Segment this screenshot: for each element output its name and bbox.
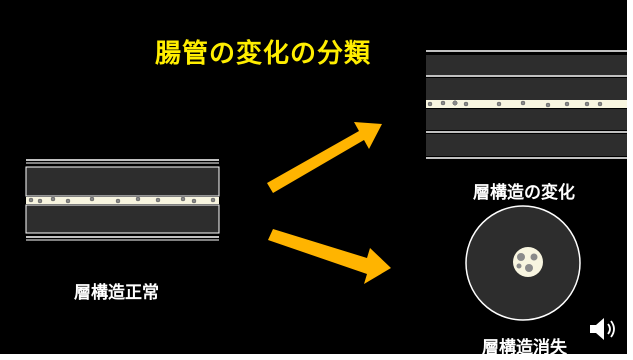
- altered-layered-intestine-diagram: [426, 50, 627, 159]
- speaker-icon[interactable]: [588, 316, 620, 342]
- diagram-graphics: [25, 50, 627, 321]
- intestine-cross-section-icon: [465, 205, 581, 321]
- transition-arrow-icon: [268, 229, 391, 284]
- label-normal-layer: 層構造正常: [74, 283, 159, 303]
- transition-arrow-icon: [267, 122, 382, 193]
- label-layer-loss: 層構造消失: [482, 338, 567, 356]
- normal-layered-intestine-diagram: [25, 159, 220, 241]
- slide-title: 腸管の変化の分類: [155, 39, 372, 69]
- label-layer-change: 層構造の変化: [473, 183, 575, 203]
